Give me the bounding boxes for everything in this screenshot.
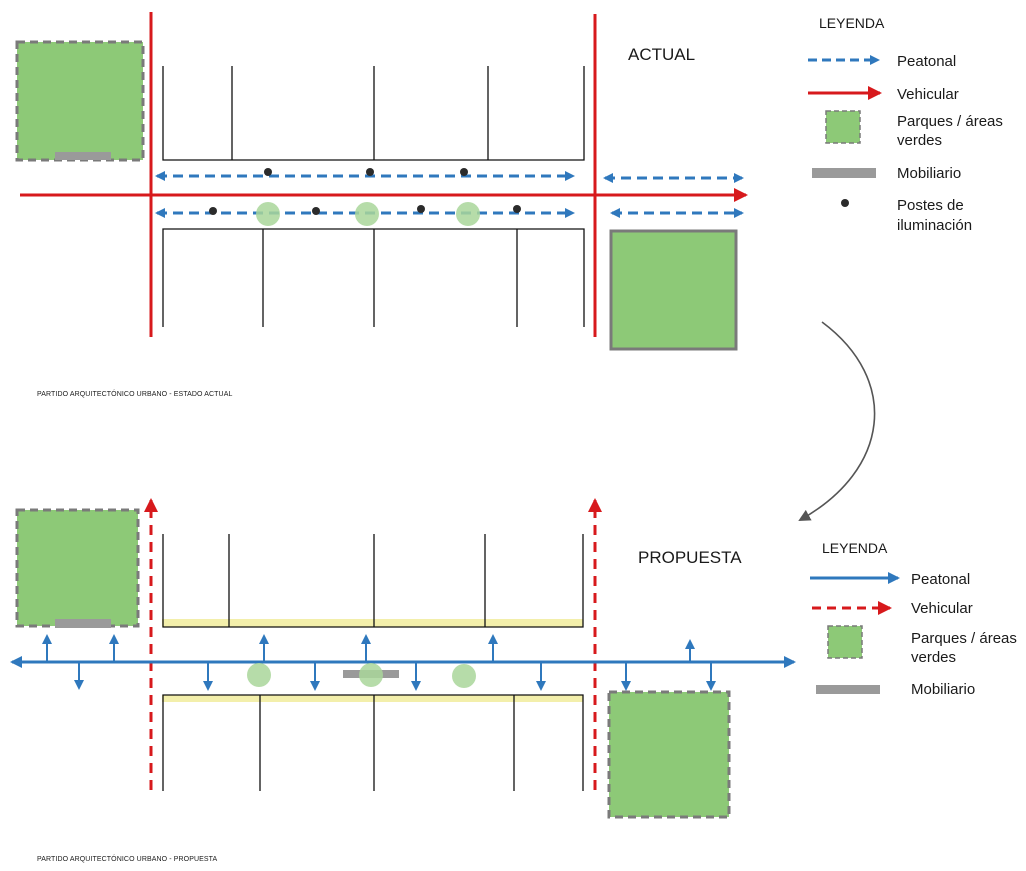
block-top (162, 66, 585, 161)
legend-post-symbol (841, 199, 849, 207)
lamp-posts (209, 168, 521, 215)
legend-park-symbol (825, 110, 861, 144)
propuesta-legend: LEYENDA Peatonal Vehicular Parques / áre… (810, 540, 1017, 698)
park-top-left (15, 40, 145, 162)
park-bottom-right (609, 229, 738, 351)
legend-title: LEYENDA (819, 15, 885, 31)
legend-mobiliario-symbol (812, 168, 876, 178)
legend-park-label-line1: Parques / áreas (897, 113, 1003, 130)
legend-peatonal-label-proposal: Peatonal (911, 571, 970, 588)
actual-legend: LEYENDA Peatonal Vehicular Parques / áre… (808, 15, 1003, 234)
legend-vehicular-label: Vehicular (897, 86, 959, 103)
legend-mobiliario-label: Mobiliario (897, 165, 961, 182)
legend-peatonal-label: Peatonal (897, 53, 956, 70)
facade-highlight-top (162, 619, 583, 627)
legend-post-label-line1: Postes de (897, 197, 964, 214)
propuesta-plan: PROPUESTA PARTIDO ARQUITECTÓNICO URBANO … (10, 498, 796, 863)
legend-mobiliario-symbol-proposal (816, 685, 880, 694)
park-bottom-right-proposal (607, 690, 731, 819)
furniture-bench-proposal (55, 619, 111, 628)
pedestrian-branches-down (74, 662, 716, 691)
legend-park-symbol-proposal (827, 625, 863, 659)
park-top-left-proposal (15, 508, 140, 628)
actual-plan: ACTUAL PARTIDO ARQUITECTÓNICO URBANO - E… (15, 12, 748, 398)
actual-title: ACTUAL (628, 45, 695, 64)
legend-park-label-line2: verdes (897, 132, 942, 149)
legend-title-proposal: LEYENDA (822, 540, 888, 556)
transition-arrow (798, 321, 876, 521)
legend-park-label-proposal-line1: Parques / áreas (911, 630, 1017, 647)
vehicular-roads-proposal (144, 498, 602, 790)
block-bottom-proposal (162, 694, 584, 791)
facade-highlight-bottom (162, 695, 583, 702)
propuesta-title: PROPUESTA (638, 548, 742, 567)
block-bottom (162, 228, 585, 327)
legend-post-label-line2: iluminación (897, 217, 972, 234)
legend-park-label-proposal-line2: verdes (911, 649, 956, 666)
actual-caption: PARTIDO ARQUITECTÓNICO URBANO - ESTADO A… (37, 389, 232, 398)
trees-proposal (247, 663, 476, 688)
pedestrian-branches-up (42, 634, 695, 662)
legend-mobiliario-label-proposal: Mobiliario (911, 681, 975, 698)
legend-vehicular-label-proposal: Vehicular (911, 600, 973, 617)
furniture-bench (55, 152, 111, 160)
propuesta-caption: PARTIDO ARQUITECTÓNICO URBANO - PROPUEST… (37, 854, 218, 863)
block-top-proposal (162, 534, 584, 628)
trees (256, 202, 480, 226)
